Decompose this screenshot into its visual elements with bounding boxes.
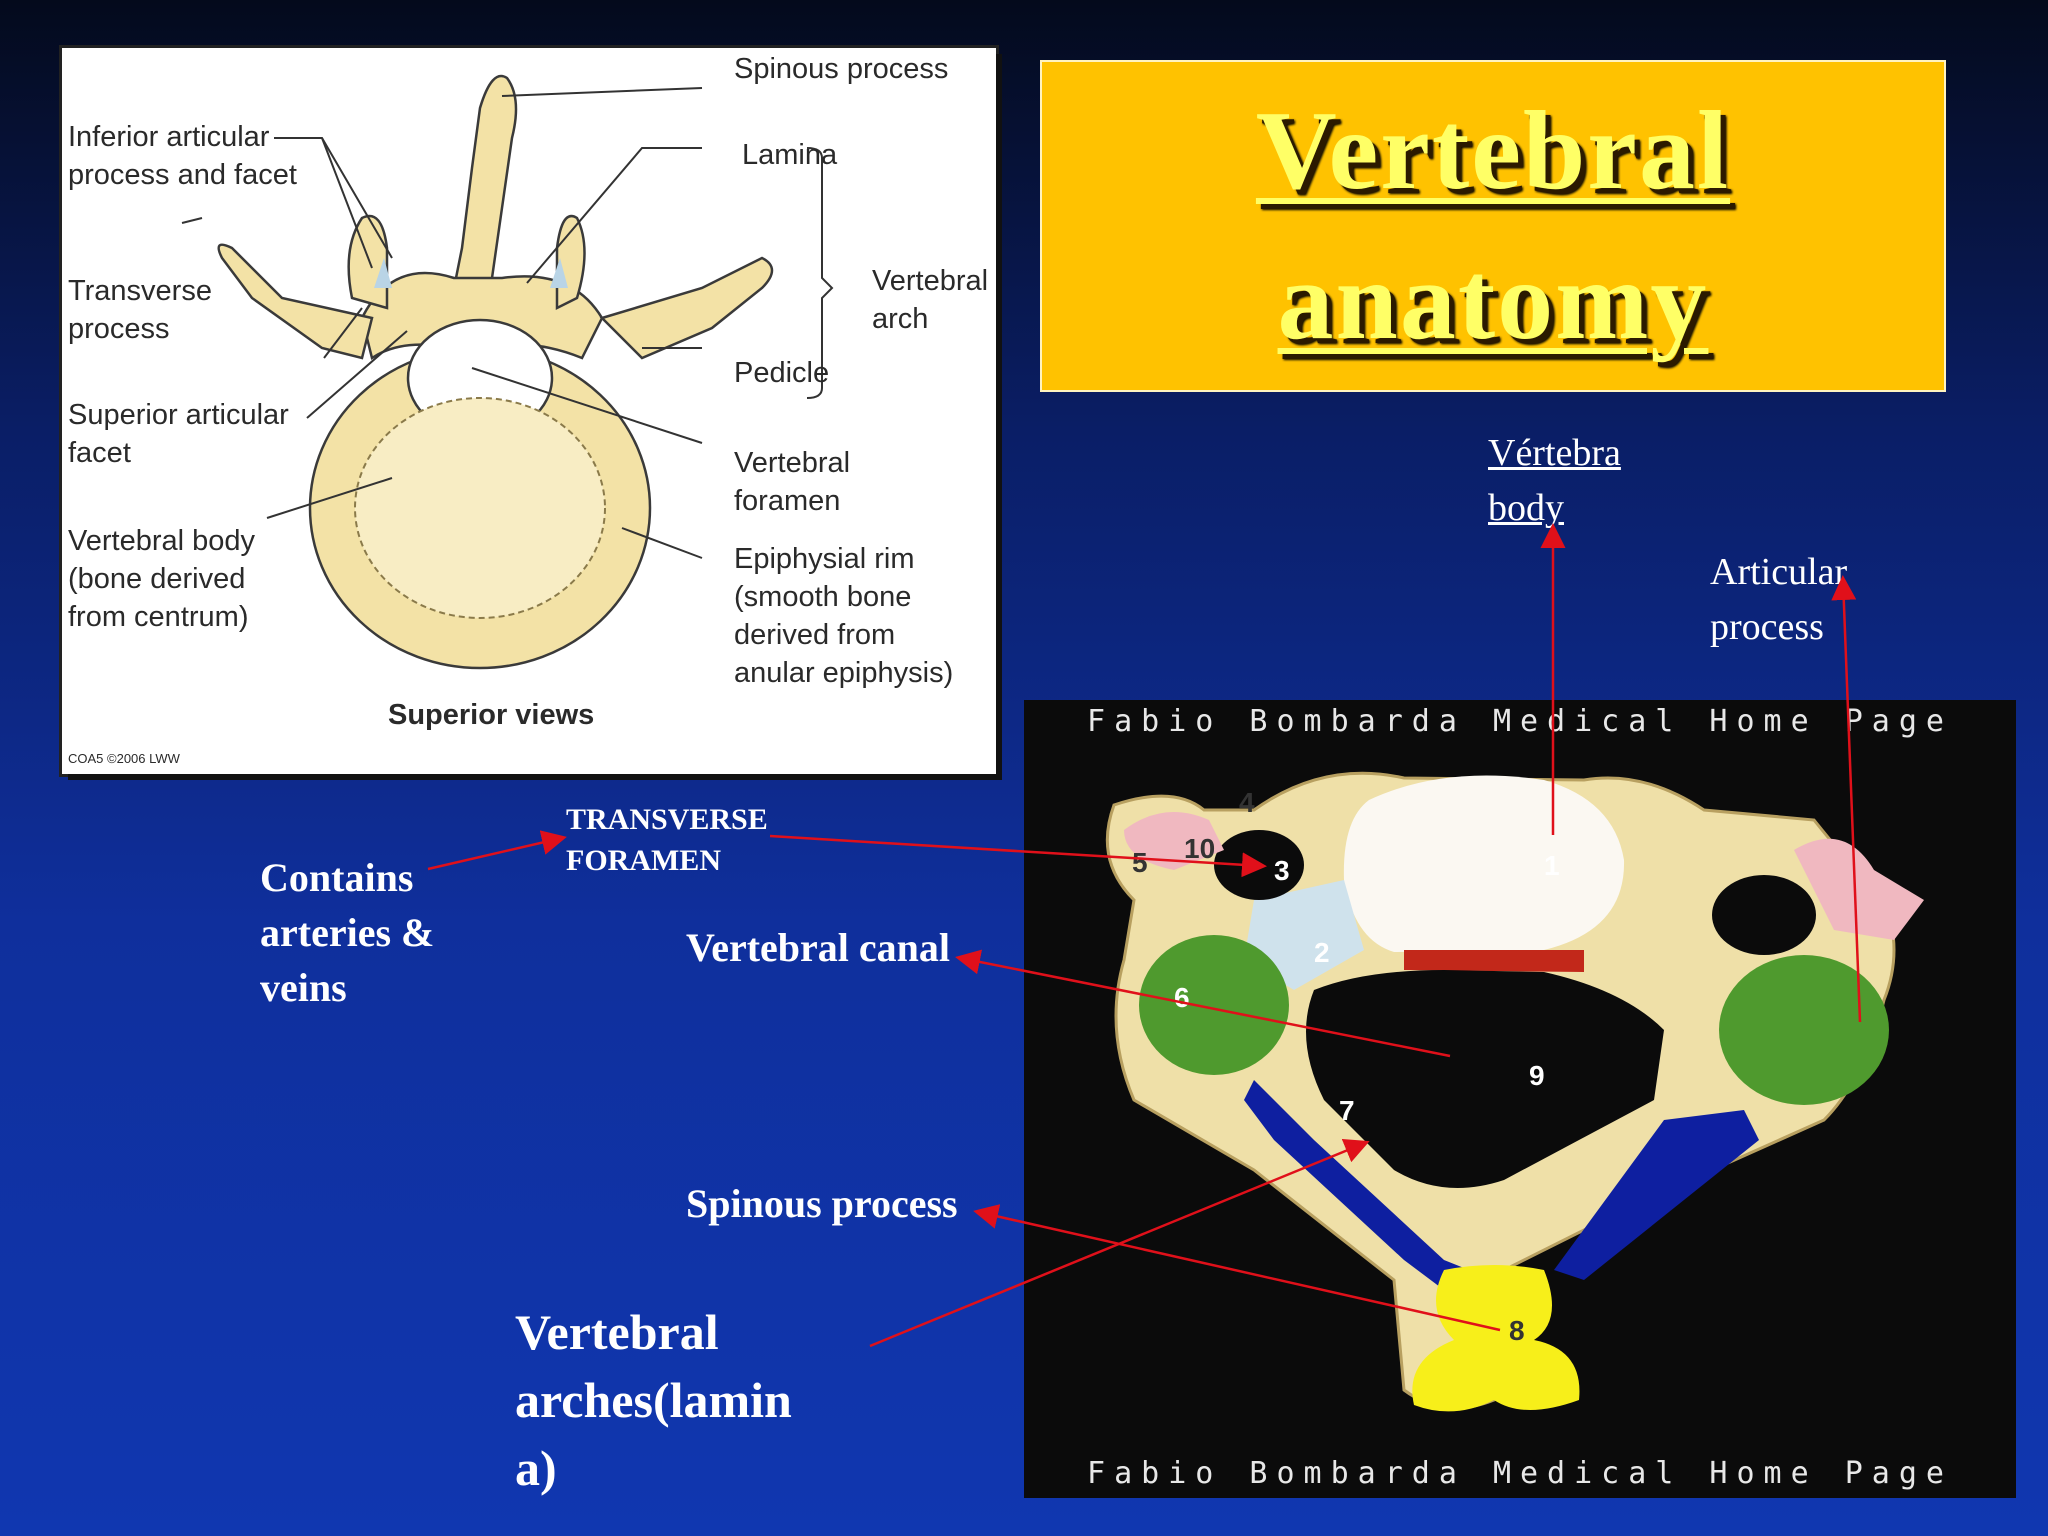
vertebra-superior-view-drawing bbox=[181, 74, 834, 670]
label-epiphysial-rim: Epiphysial rim (smooth bone derived from… bbox=[734, 543, 954, 689]
label-superior-articular: Superior articular facet bbox=[68, 399, 289, 469]
annotation-vertebral-arches: Vertebral arches(lamin a) bbox=[515, 1304, 792, 1496]
photo-number-2: 2 bbox=[1314, 937, 1330, 968]
reference-illustration: Spinous process Inferior articular proce… bbox=[62, 48, 996, 774]
watermark-top: Fabio Bombarda Medical Home Page bbox=[1087, 704, 1953, 739]
title-box: Vertebral anatomy bbox=[1040, 60, 1946, 392]
label-vertebral-body: Vertebral body (bone derived from centru… bbox=[68, 525, 256, 633]
annotation-vertebra-body: Vértebra body bbox=[1488, 432, 1621, 529]
vertebra-photo-drawing: 1 2 3 4 5 6 7 8 9 10 bbox=[1105, 771, 1924, 1412]
copyright-text: COA5 ©2006 LWW bbox=[68, 751, 180, 766]
photo-number-9: 9 bbox=[1529, 1060, 1545, 1091]
annotation-spinous-process: Spinous process bbox=[686, 1181, 958, 1226]
label-inferior-articular: Inferior articular process and facet bbox=[68, 121, 297, 191]
label-pedicle: Pedicle bbox=[734, 357, 830, 389]
annotation-articular-process: Articular process bbox=[1710, 551, 1848, 648]
title-line-1: Vertebral bbox=[1255, 89, 1731, 213]
photo-number-4: 4 bbox=[1239, 787, 1255, 818]
caption-superior-views: Superior views bbox=[388, 699, 595, 731]
label-spinous-process: Spinous process bbox=[734, 53, 949, 85]
label-vertebral-arch: Vertebral arch bbox=[872, 265, 989, 335]
label-vertebral-foramen: Vertebral foramen bbox=[734, 447, 851, 517]
photo-number-3: 3 bbox=[1274, 855, 1290, 886]
photo-number-8: 8 bbox=[1509, 1315, 1525, 1346]
title-line-2: anatomy bbox=[1277, 239, 1709, 363]
photo-number-5: 5 bbox=[1132, 847, 1148, 878]
photo-number-6: 6 bbox=[1174, 982, 1190, 1013]
photo-number-1: 1 bbox=[1544, 850, 1560, 881]
vertebra-photo: Fabio Bombarda Medical Home Page 1 2 3 4… bbox=[1024, 700, 2016, 1498]
photo-number-10: 10 bbox=[1184, 833, 1215, 864]
annotation-transverse-foramen: TRANSVERSE FORAMEN bbox=[566, 803, 768, 877]
photo-number-7: 7 bbox=[1339, 1095, 1355, 1126]
label-lamina: Lamina bbox=[742, 139, 838, 171]
arrow-contains bbox=[427, 830, 567, 871]
annotation-vertebral-canal: Vertebral canal bbox=[686, 925, 951, 970]
watermark-bottom: Fabio Bombarda Medical Home Page bbox=[1087, 1456, 1953, 1491]
annotation-contains-arteries-veins: Contains arteries & veins bbox=[260, 855, 435, 1010]
label-transverse-process: Transverse process bbox=[68, 275, 212, 345]
